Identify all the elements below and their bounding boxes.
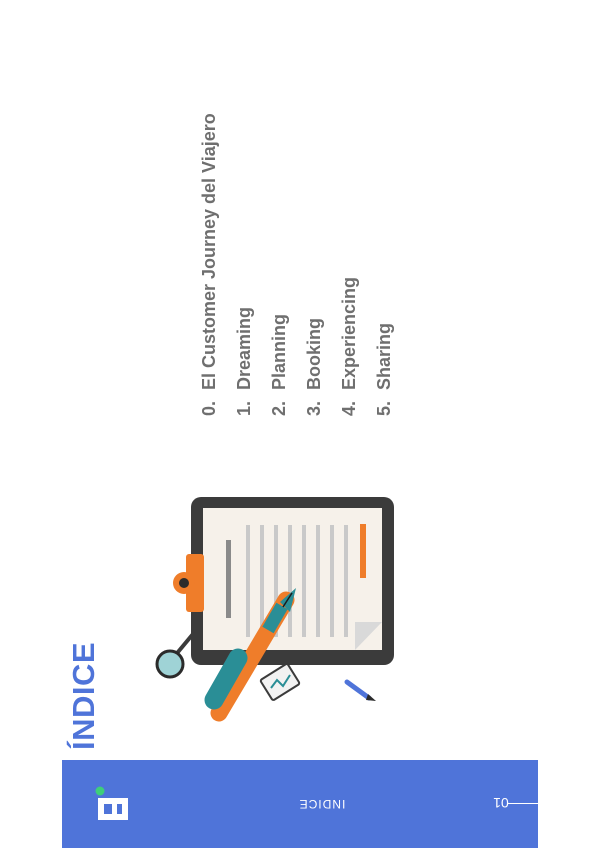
page-title: ÍNDICE <box>66 641 101 750</box>
toc-item[interactable]: 2. Planning <box>262 80 297 416</box>
toc-item-label: Booking <box>304 318 324 390</box>
toc-item-number: 0. <box>199 400 219 416</box>
clipboard-illustration <box>155 497 394 722</box>
toc-item[interactable]: 5. Sharing <box>367 80 402 416</box>
chart-card-icon <box>259 663 301 701</box>
toc-item-label: El Customer Journey del Viajero <box>199 113 219 390</box>
toc-item-number: 2. <box>269 400 289 416</box>
toc-item-label: Dreaming <box>234 306 254 390</box>
toc-item[interactable]: 4. Experiencing <box>332 80 367 416</box>
toc-item[interactable]: 0. El Customer Journey del Viajero <box>192 80 227 416</box>
logo-icon <box>95 786 128 820</box>
toc-item[interactable]: 3. Booking <box>297 80 332 416</box>
toc-item-number: 5. <box>374 400 394 416</box>
footer-band: INDICE 01 <box>62 760 538 848</box>
toc-item-number: 3. <box>304 400 324 416</box>
footer-section-label: INDICE <box>298 797 346 811</box>
page-number-rule <box>508 803 538 804</box>
toc-item[interactable]: 1. Dreaming <box>227 80 262 416</box>
toc-item-number: 1. <box>234 400 254 416</box>
pencil-icon <box>344 679 376 701</box>
toc-item-label: Planning <box>269 314 289 390</box>
clipboard-icon <box>173 497 394 665</box>
table-of-contents: 0. El Customer Journey del Viajero 1. Drea… <box>192 80 412 416</box>
toc-item-number: 4. <box>339 400 359 416</box>
toc-item-label: Sharing <box>374 322 394 390</box>
fountain-pen-icon <box>204 588 296 722</box>
magnifier-icon <box>155 632 195 679</box>
toc-item-label: Experiencing <box>339 276 359 390</box>
